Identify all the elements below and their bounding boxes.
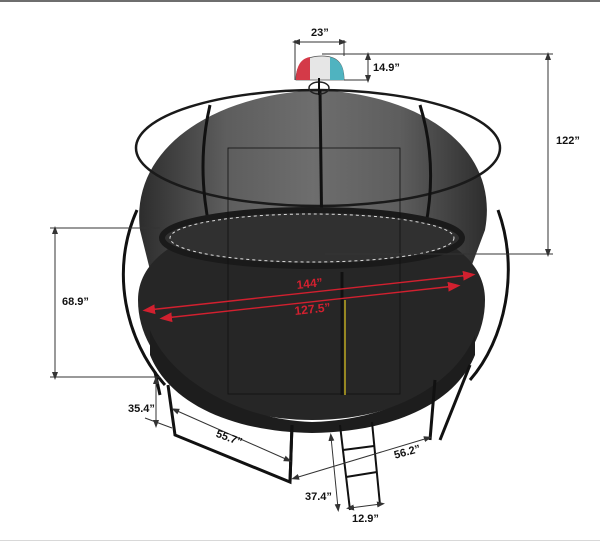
outer-diameter-label: 144” — [295, 275, 324, 292]
bottom-border — [0, 540, 600, 541]
ladder-height-label: 37.4” — [305, 491, 332, 503]
ladder-width-label: 12.9” — [352, 513, 379, 525]
total-height-label: 122” — [556, 135, 580, 147]
frame-height-label: 35.4” — [128, 403, 155, 415]
hoop-height-label: 14.9” — [373, 62, 400, 74]
ladder — [339, 421, 381, 511]
enclosure-height-label: 68.9” — [62, 296, 89, 308]
dimension-lines — [50, 39, 553, 512]
hoop-width-label: 23” — [311, 27, 329, 39]
diameter-arrows — [142, 270, 476, 323]
top-border — [0, 0, 600, 2]
mat-diameter-label: 127.5” — [293, 300, 332, 318]
basketball-hoop — [295, 55, 345, 95]
